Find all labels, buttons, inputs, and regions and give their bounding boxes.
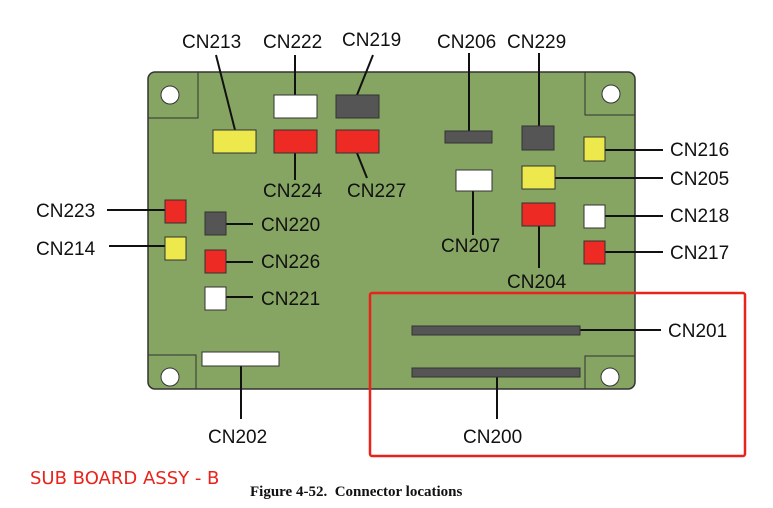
label-cn207: CN207 [441,236,500,257]
label-cn229: CN229 [507,32,566,53]
label-cn214: CN214 [36,239,96,260]
connector-cn222[interactable] [273,94,318,119]
label-cn202: CN202 [208,427,267,448]
label-cn227: CN227 [347,181,406,202]
connector-cn201[interactable] [411,325,581,336]
connector-cn220[interactable] [204,211,227,236]
label-cn218: CN218 [670,206,729,227]
connector-cn202[interactable] [201,351,280,367]
label-cn221: CN221 [261,289,320,310]
label-cn204: CN204 [507,272,567,293]
mount-hole-bottom-left [148,354,197,389]
connector-cn224[interactable] [273,129,318,154]
label-cn222: CN222 [263,32,322,53]
highlight-box [368,291,747,458]
connector-cn217[interactable] [583,240,606,265]
label-cn226: CN226 [261,252,320,273]
label-cn223: CN223 [36,201,95,222]
label-cn216: CN216 [670,140,729,161]
label-cn205: CN205 [670,169,729,190]
sub-board-annotation: SUB BOARD ASSY - B [30,468,219,489]
connector-cn218[interactable] [583,204,606,229]
connector-cn206[interactable] [444,130,493,144]
label-cn217: CN217 [670,243,729,264]
mount-hole-top-right [584,72,635,116]
label-cn213: CN213 [182,32,241,53]
connector-cn214[interactable] [164,236,187,261]
connector-cn229[interactable] [521,125,555,151]
connector-cn227[interactable] [335,129,380,154]
connector-cn219[interactable] [335,94,380,119]
connector-cn200[interactable] [411,367,581,378]
circuit-board [147,71,636,390]
label-cn224: CN224 [263,181,323,202]
label-cn206: CN206 [437,32,496,53]
mount-hole-top-left [148,72,199,119]
connector-cn204[interactable] [521,202,556,227]
label-cn201: CN201 [668,321,727,342]
connector-cn207[interactable] [455,169,493,192]
connector-cn216[interactable] [583,136,606,162]
figure-caption: Figure 4-52. Connector locations [250,484,463,500]
connector-cn205[interactable] [521,165,556,190]
connector-cn213[interactable] [212,129,257,154]
label-cn220: CN220 [261,215,320,236]
connector-cn223[interactable] [164,199,187,224]
leader-lines [107,53,663,419]
label-cn219: CN219 [342,30,401,51]
mount-hole-bottom-right [584,355,635,389]
connector-cn221[interactable] [204,286,227,311]
connector-cn226[interactable] [204,249,227,274]
label-cn200: CN200 [463,427,522,448]
